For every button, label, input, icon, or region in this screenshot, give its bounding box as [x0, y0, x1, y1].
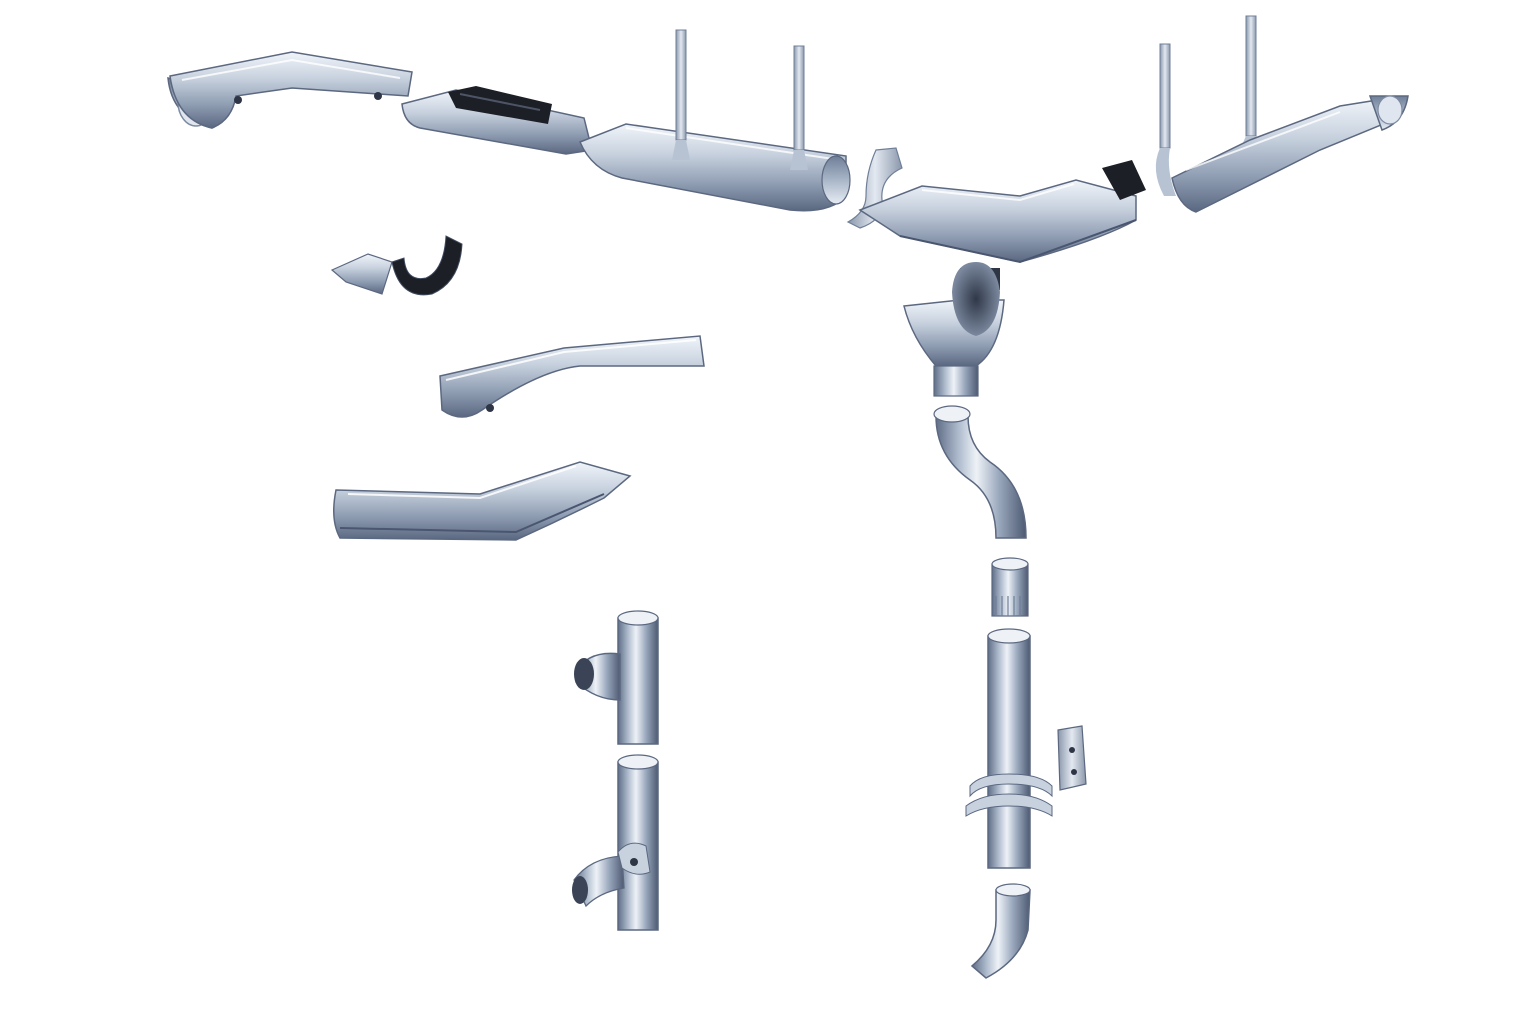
gutter-connector-seal [448, 86, 552, 124]
branch-pipe [574, 610, 659, 745]
pipe-connector [991, 557, 1029, 617]
downpipe-shoe [970, 889, 1031, 979]
gutter-left-corner-section [169, 51, 413, 129]
gutter-straight-section-3 [1171, 97, 1399, 213]
gutter-inner-corner-section [858, 179, 1137, 263]
gutter-hanger [1155, 43, 1176, 196]
inner-corner-gutter [333, 461, 632, 541]
hole-icon [486, 404, 494, 412]
gutter-straight-section-1 [401, 89, 593, 155]
gutter-run [167, 15, 1409, 264]
gutter-bracket [846, 147, 903, 229]
offset-bend [935, 415, 1027, 539]
pipe-bracket [965, 793, 1053, 817]
downpipe-outlet [903, 262, 1005, 397]
gutter-hanger [790, 45, 808, 170]
gutter-end-cap-right [1368, 95, 1409, 131]
hole-icon [374, 92, 382, 100]
pipe-bracket [969, 773, 1053, 798]
outer-corner-gutter [439, 335, 705, 418]
gutter-connector-seal [1102, 160, 1146, 200]
hole-icon [234, 96, 242, 104]
gutter-hanger [672, 29, 690, 160]
wall-plate [1057, 725, 1087, 791]
gutter-connector [330, 235, 463, 296]
downpipe-section [965, 628, 1087, 869]
rain-water-diverter [572, 754, 659, 931]
